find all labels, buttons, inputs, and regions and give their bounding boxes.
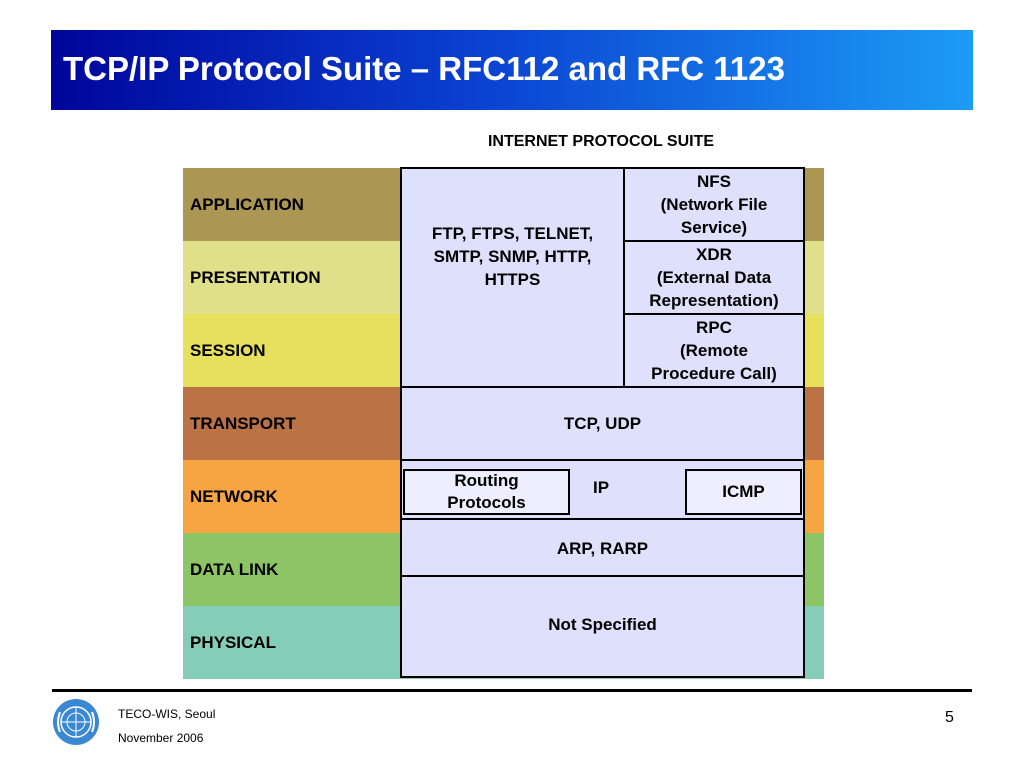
physical-text: Not Specified: [548, 615, 657, 634]
icmp-text: ICMP: [722, 482, 765, 501]
page-number: 5: [945, 709, 954, 726]
application-protocols-text: FTP, FTPS, TELNET, SMTP, SNMP, HTTP, HTT…: [431, 224, 594, 289]
application-protocols-box: FTP, FTPS, TELNET, SMTP, SNMP, HTTP, HTT…: [400, 167, 625, 388]
nfs-text: NFS (Network File Service): [660, 172, 768, 237]
layer-label: PRESENTATION: [190, 268, 321, 287]
layer-label: TRANSPORT: [190, 414, 296, 433]
layer-label: SESSION: [190, 341, 266, 360]
diagram-subtitle: INTERNET PROTOCOL SUITE: [487, 133, 715, 150]
rpc-text: RPC (Remote Procedure Call): [651, 318, 777, 383]
layer-label: DATA LINK: [190, 560, 279, 579]
routing-protocols-box: Routing Protocols: [403, 469, 570, 515]
footer-date: November 2006: [118, 731, 204, 745]
rpc-box: RPC (Remote Procedure Call): [623, 313, 805, 388]
organization-emblem-icon: [53, 699, 99, 745]
title-bar: TCP/IP Protocol Suite – RFC112 and RFC 1…: [51, 30, 973, 110]
transport-box: TCP, UDP: [400, 386, 805, 461]
layer-label: PHYSICAL: [190, 633, 276, 652]
layer-label: NETWORK: [190, 487, 278, 506]
footer-divider: [52, 689, 972, 692]
xdr-text: XDR (External Data Representation): [649, 245, 779, 310]
icmp-box: ICMP: [685, 469, 802, 515]
slide-title: TCP/IP Protocol Suite – RFC112 and RFC 1…: [63, 50, 785, 87]
layer-label: APPLICATION: [190, 195, 304, 214]
datalink-box: ARP, RARP: [400, 518, 805, 577]
datalink-text: ARP, RARP: [556, 539, 649, 558]
ip-label: IP: [593, 478, 610, 497]
routing-protocols-text: Routing Protocols: [447, 471, 526, 512]
nfs-box: NFS (Network File Service): [623, 167, 805, 242]
transport-text: TCP, UDP: [563, 414, 642, 433]
footer-organization: TECO-WIS, Seoul: [118, 707, 216, 721]
physical-box: Not Specified: [400, 575, 805, 678]
xdr-box: XDR (External Data Representation): [623, 240, 805, 315]
